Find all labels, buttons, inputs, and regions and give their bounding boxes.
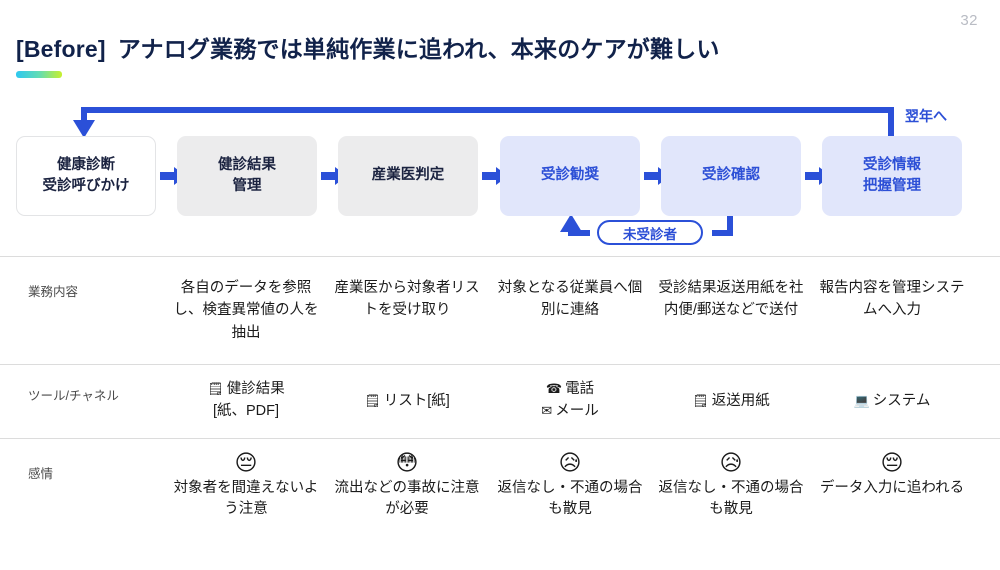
title-accent-bar: [16, 71, 62, 78]
process-step-1-line2: 受診呼びかけ: [42, 178, 130, 194]
process-step-2[interactable]: 健診結果 管理: [177, 136, 317, 216]
tool-cell-1-text-1: 健診結果: [226, 381, 285, 397]
emotion-cell-5-text: データ入力に追われる: [819, 479, 965, 496]
page-number: 32: [960, 12, 978, 29]
task-cell-4: 受診結果返送用紙を社内便/郵送などで送付: [658, 280, 804, 319]
sad-sweat-face-icon: 😥: [719, 450, 743, 475]
emotion-cell-1-text: 対象者を間違えないよう注意: [173, 479, 319, 518]
tool-cell-1-line-1: 🗒健診結果: [170, 379, 322, 401]
tool-cell-5: 💻システム: [816, 391, 968, 413]
table-row-task: 業務内容 各自のデータを参照し、検査異常値の人を抽出 産業医から対象者リストを受…: [0, 256, 1000, 364]
tool-cell-4: 🗒返送用紙: [655, 391, 807, 413]
tool-cell-4-text-1: 返送用紙: [711, 393, 770, 409]
emotion-cell-5: 😔 データ入力に追われる: [816, 449, 968, 499]
telephone-icon: ☎: [545, 381, 563, 396]
tool-cell-2-text-1: リスト[紙]: [383, 393, 450, 409]
task-cell-1: 各自のデータを参照し、検査異常値の人を抽出: [173, 280, 319, 341]
tool-cell-4-line-1: 🗒返送用紙: [655, 391, 807, 413]
emotion-cell-4: 😥 返信なし・不通の場合も散見: [655, 449, 807, 521]
emotion-cell-3: 😥 返信なし・不通の場合も散見: [494, 449, 646, 521]
document-icon: 🗒: [364, 393, 381, 408]
pensive-face-icon: 😔: [880, 450, 904, 475]
row-label-emotion: 感情: [28, 467, 54, 481]
task-cell-5: 報告内容を管理システムへ入力: [819, 280, 965, 319]
page-title: [Before] アナログ業務では単純作業に追われ、本来のケアが難しい: [16, 30, 720, 64]
tool-cell-1-text-2: [紙、PDF]: [212, 402, 280, 419]
detail-table: 業務内容 各自のデータを参照し、検査異常値の人を抽出 産業医から対象者リストを受…: [0, 256, 1000, 558]
emotion-cell-2: 😳 流出などの事故に注意が必要: [331, 449, 483, 521]
tool-cell-1: 🗒健診結果 [紙、PDF]: [170, 379, 322, 423]
tool-cell-3-line-1: ☎電話: [494, 379, 646, 401]
process-step-2-line1: 健診結果: [218, 156, 276, 173]
task-cell-3: 対象となる従業員へ個別に連絡: [497, 280, 643, 319]
process-step-2-line2: 管理: [232, 178, 262, 194]
tool-cell-2: 🗒リスト[紙]: [331, 391, 483, 413]
tool-cell-5-text-1: システム: [872, 393, 931, 409]
tool-cell-2-line-1: 🗒リスト[紙]: [331, 391, 483, 413]
process-step-6-line2: 把握管理: [863, 178, 921, 194]
loop-label-unexamined: 未受診者: [597, 220, 703, 245]
emotion-cell-4-text: 返信なし・不通の場合も散見: [658, 479, 804, 518]
table-row-emotion: 感情 😔 対象者を間違えないよう注意 😳 流出などの事故に注意が必要 😥 返信な…: [0, 438, 1000, 558]
process-step-4[interactable]: 受診勧奨: [500, 136, 640, 216]
flushed-face-icon: 😳: [395, 450, 419, 475]
tool-cell-3: ☎電話 ✉メール: [494, 379, 646, 423]
table-row-tool: ツール/チャネル 🗒健診結果 [紙、PDF] 🗒リスト[紙] ☎電話 ✉メール …: [0, 364, 1000, 438]
process-step-6[interactable]: 受診情報 把握管理: [822, 136, 962, 216]
tool-cell-1-line-2: [紙、PDF]: [170, 401, 322, 423]
process-step-4-line1: 受診勧奨: [541, 167, 599, 184]
document-icon: 🗒: [692, 393, 709, 408]
tool-cell-3-line-2: ✉メール: [494, 401, 646, 423]
computer-icon: 💻: [853, 393, 870, 408]
tool-cell-3-text-2: メール: [555, 402, 599, 419]
process-step-5-line1: 受診確認: [702, 167, 760, 184]
title-tag: [Before]: [16, 36, 106, 62]
process-step-5[interactable]: 受診確認: [661, 136, 801, 216]
tool-cell-5-line-1: 💻システム: [816, 391, 968, 413]
process-step-3[interactable]: 産業医判定: [338, 136, 478, 216]
task-cell-2: 産業医から対象者リストを受け取り: [334, 280, 480, 319]
process-step-3-line1: 産業医判定: [371, 167, 445, 184]
tool-cell-3-text-1: 電話: [565, 381, 595, 397]
loop-label-next-year: 翌年へ: [905, 108, 947, 124]
row-label-tool: ツール/チャネル: [28, 389, 119, 403]
row-label-task: 業務内容: [28, 285, 79, 299]
process-flow: 翌年へ 未受診者 健康診断 受診呼びかけ 健診結果 管理 産業医判定 受診勧奨: [0, 96, 1000, 256]
document-icon: 🗒: [207, 381, 224, 396]
process-step-6-line1: 受診情報: [863, 156, 921, 173]
emotion-cell-3-text: 返信なし・不通の場合も散見: [497, 479, 643, 518]
pensive-face-icon: 😔: [234, 450, 258, 475]
emotion-cell-2-text: 流出などの事故に注意が必要: [334, 479, 480, 518]
emotion-cell-1: 😔 対象者を間違えないよう注意: [170, 449, 322, 521]
sad-sweat-face-icon: 😥: [558, 450, 582, 475]
process-step-1-line1: 健康診断: [57, 156, 115, 173]
title-text: アナログ業務では単純作業に追われ、本来のケアが難しい: [117, 36, 720, 62]
process-step-1[interactable]: 健康診断 受診呼びかけ: [16, 136, 156, 216]
mail-icon: ✉: [541, 402, 553, 418]
